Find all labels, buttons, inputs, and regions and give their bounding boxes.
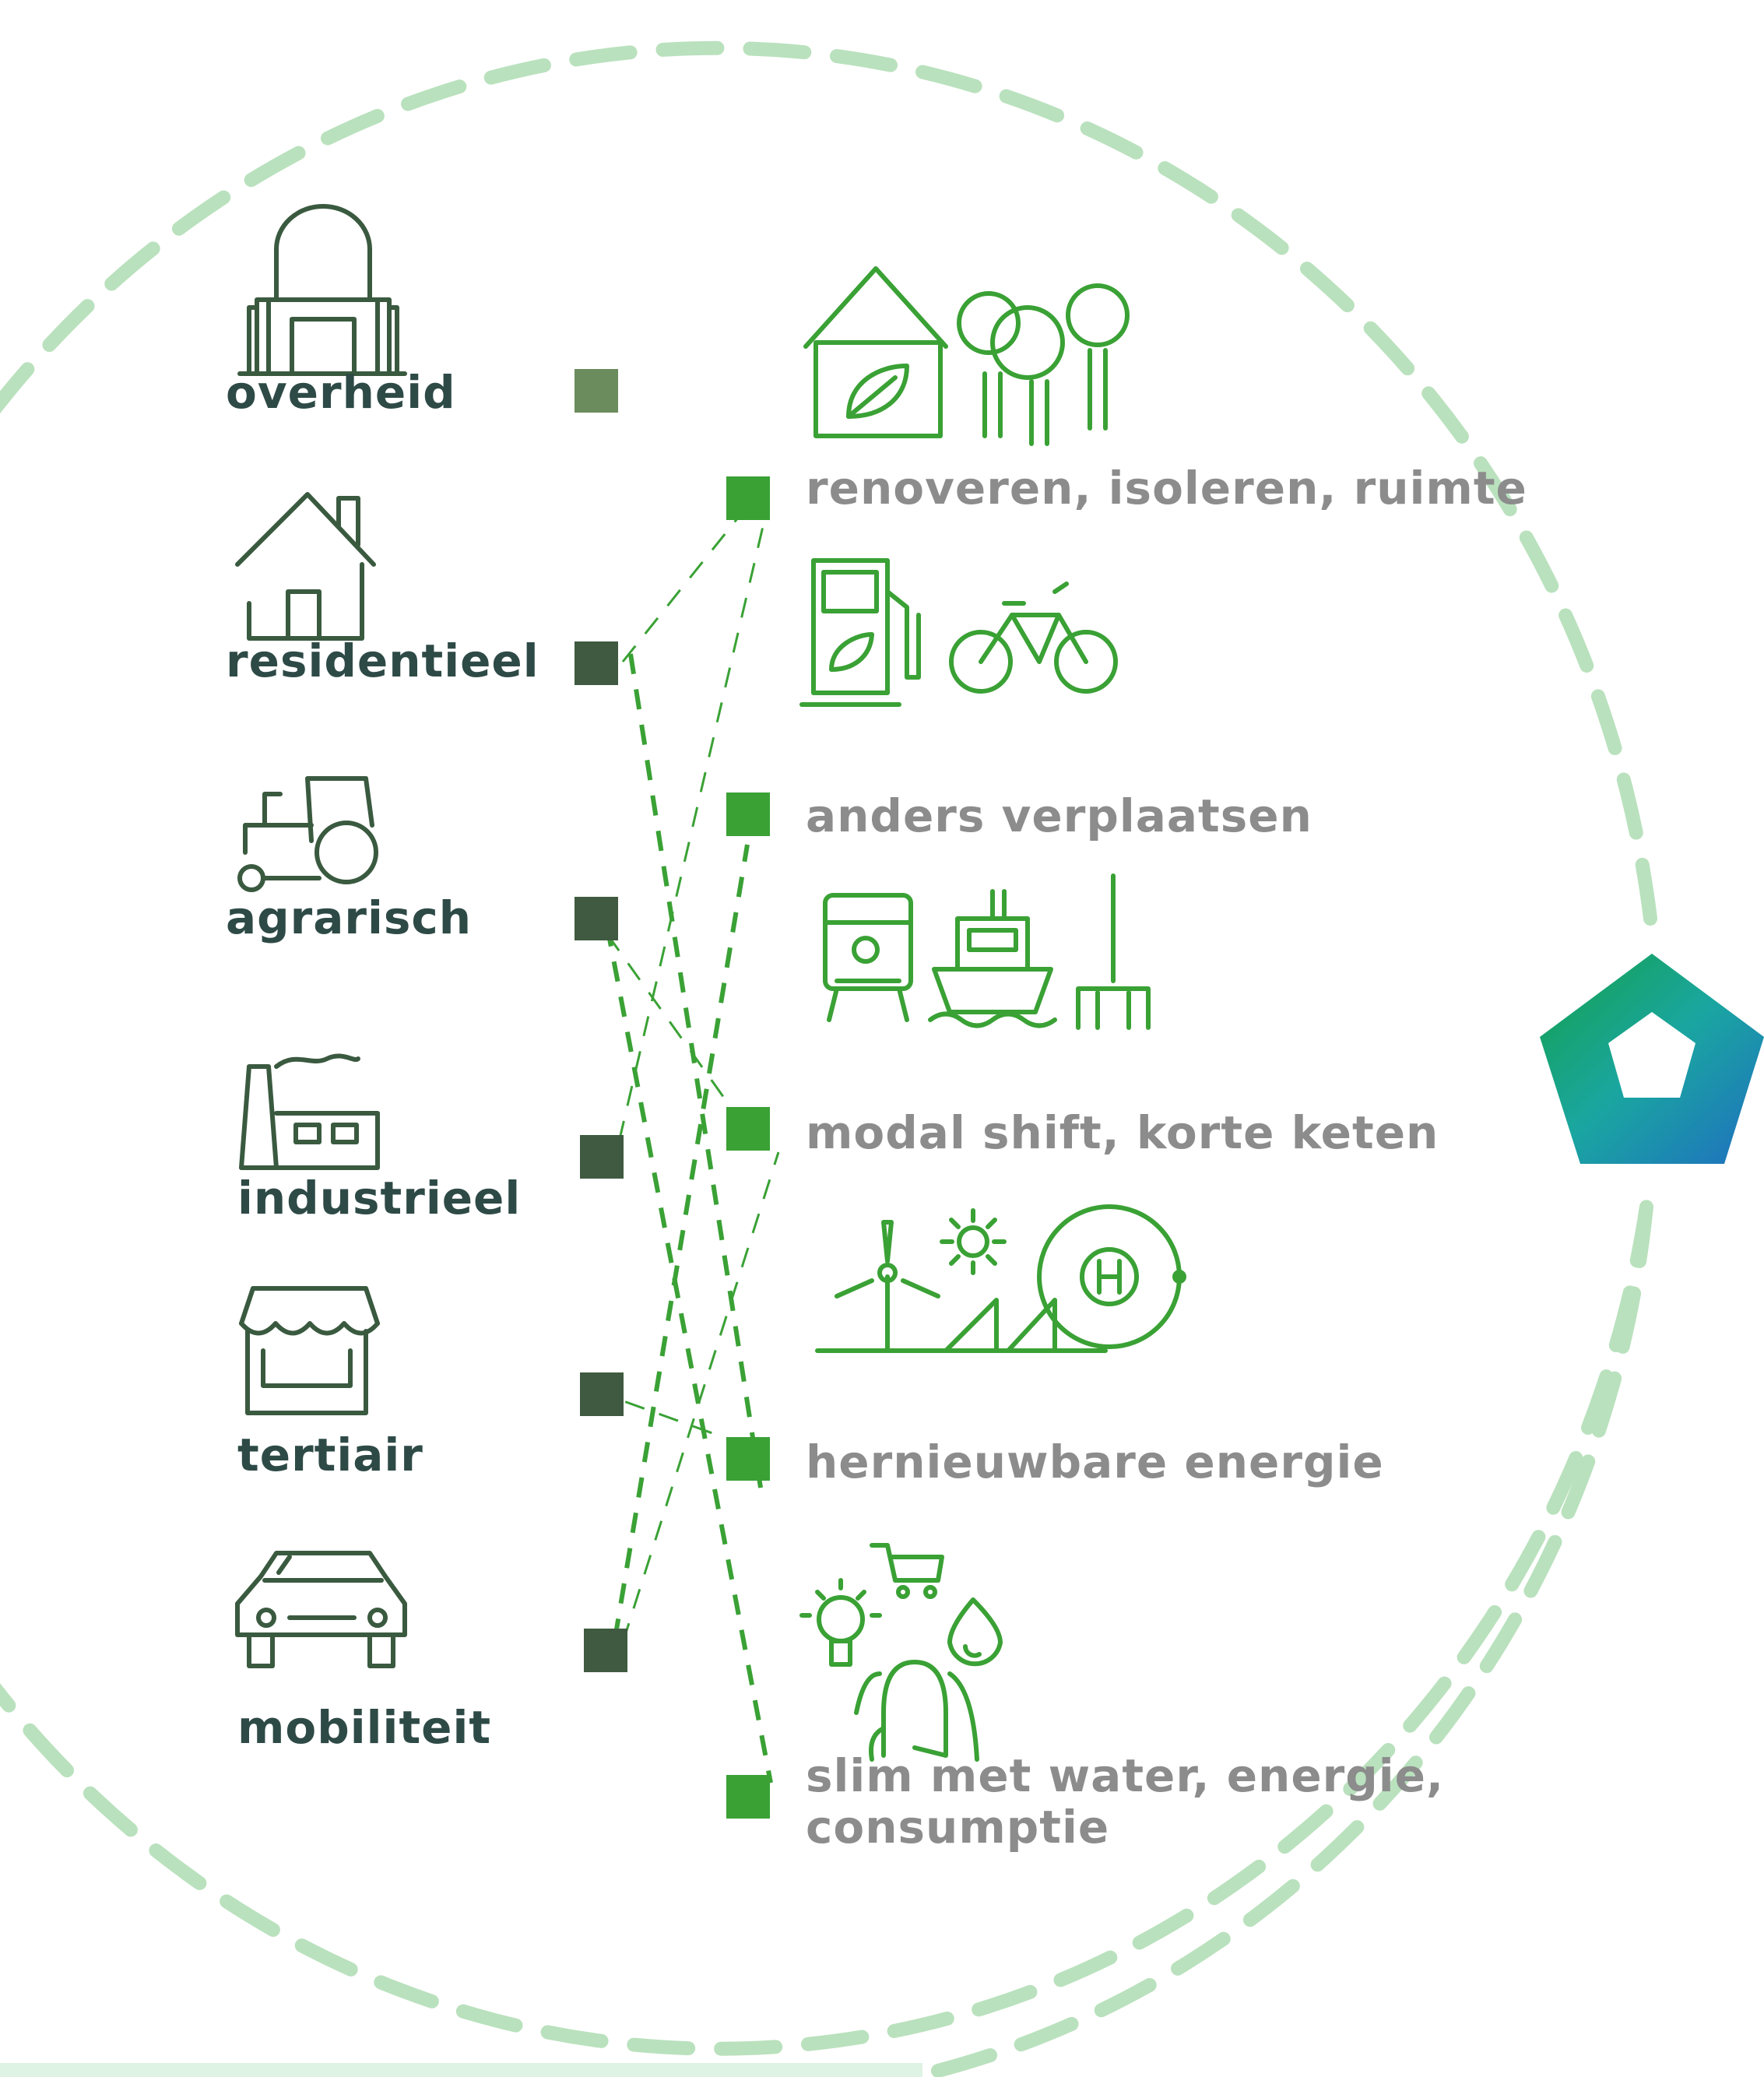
dashed-circle-bottom [931,1200,1653,2077]
connector-mobiliteit-modal [621,1151,780,1643]
government-building-icon [237,204,407,376]
person-water-energy-cart-icon [799,1543,1003,1762]
sector-node-tertiair [580,1372,624,1416]
sector-node-residentieel [575,641,618,685]
measure-label-slim-line1: slim met water, energie, [806,1749,1445,1802]
connector-agrarisch-slim [605,926,773,1784]
measure-node-modal-shift [726,1107,770,1151]
sector-label-overheid: overheid [226,366,456,419]
sector-label-agrarisch: agrarisch [226,891,473,944]
connector-mobiliteit-verplaatsen [613,844,750,1639]
connector-lines [591,505,780,1784]
measure-label-hernieuwbaar: hernieuwbare energie [806,1436,1384,1488]
sector-node-mobiliteit [584,1629,627,1672]
house-icon [235,492,376,641]
measure-label-renoveren: renoveren, isoleren, ruimte [806,462,1527,515]
tractor-icon [237,776,378,892]
car-icon [235,1551,407,1668]
measure-label-verplaatsen: anders verplaatsen [806,789,1312,842]
pentagon-logo-icon [1540,954,1764,1164]
train-ship-fork-icon [823,873,1151,1030]
dashed-circle [0,40,1657,2056]
connector-residentieel-renoveren [621,505,749,662]
sector-label-mobiliteit: mobiliteit [237,1701,492,1754]
shop-icon [239,1286,380,1415]
green-house-trees-icon [803,266,1130,446]
sector-label-tertiair: tertiair [237,1429,423,1481]
sector-node-overheid [575,369,618,413]
measure-node-slim [726,1775,770,1819]
connector-tertiair-hernieuwbaar [591,1388,733,1442]
sector-node-industrieel [580,1135,624,1179]
wind-solar-hydrogen-icon [815,1204,1186,1353]
measure-node-verplaatsen [726,792,770,836]
sector-label-industrieel: industrieel [237,1172,522,1225]
fuel-pump-bicycle-icon [799,558,1118,707]
measure-node-renoveren [726,476,770,520]
connector-residentieel-hernieuwbaar [628,653,765,1503]
factory-icon [239,1053,380,1170]
connector-industrieel-renoveren [610,509,768,1176]
measure-label-slim-line2: consumptie [806,1801,1110,1854]
sector-node-agrarisch [575,897,618,940]
measure-node-hernieuwbaar [726,1437,770,1481]
measure-label-modal-shift: modal shift, korte keten [806,1106,1439,1159]
bottom-strip [0,2063,922,2077]
sector-label-residentieel: residentieel [226,634,539,687]
